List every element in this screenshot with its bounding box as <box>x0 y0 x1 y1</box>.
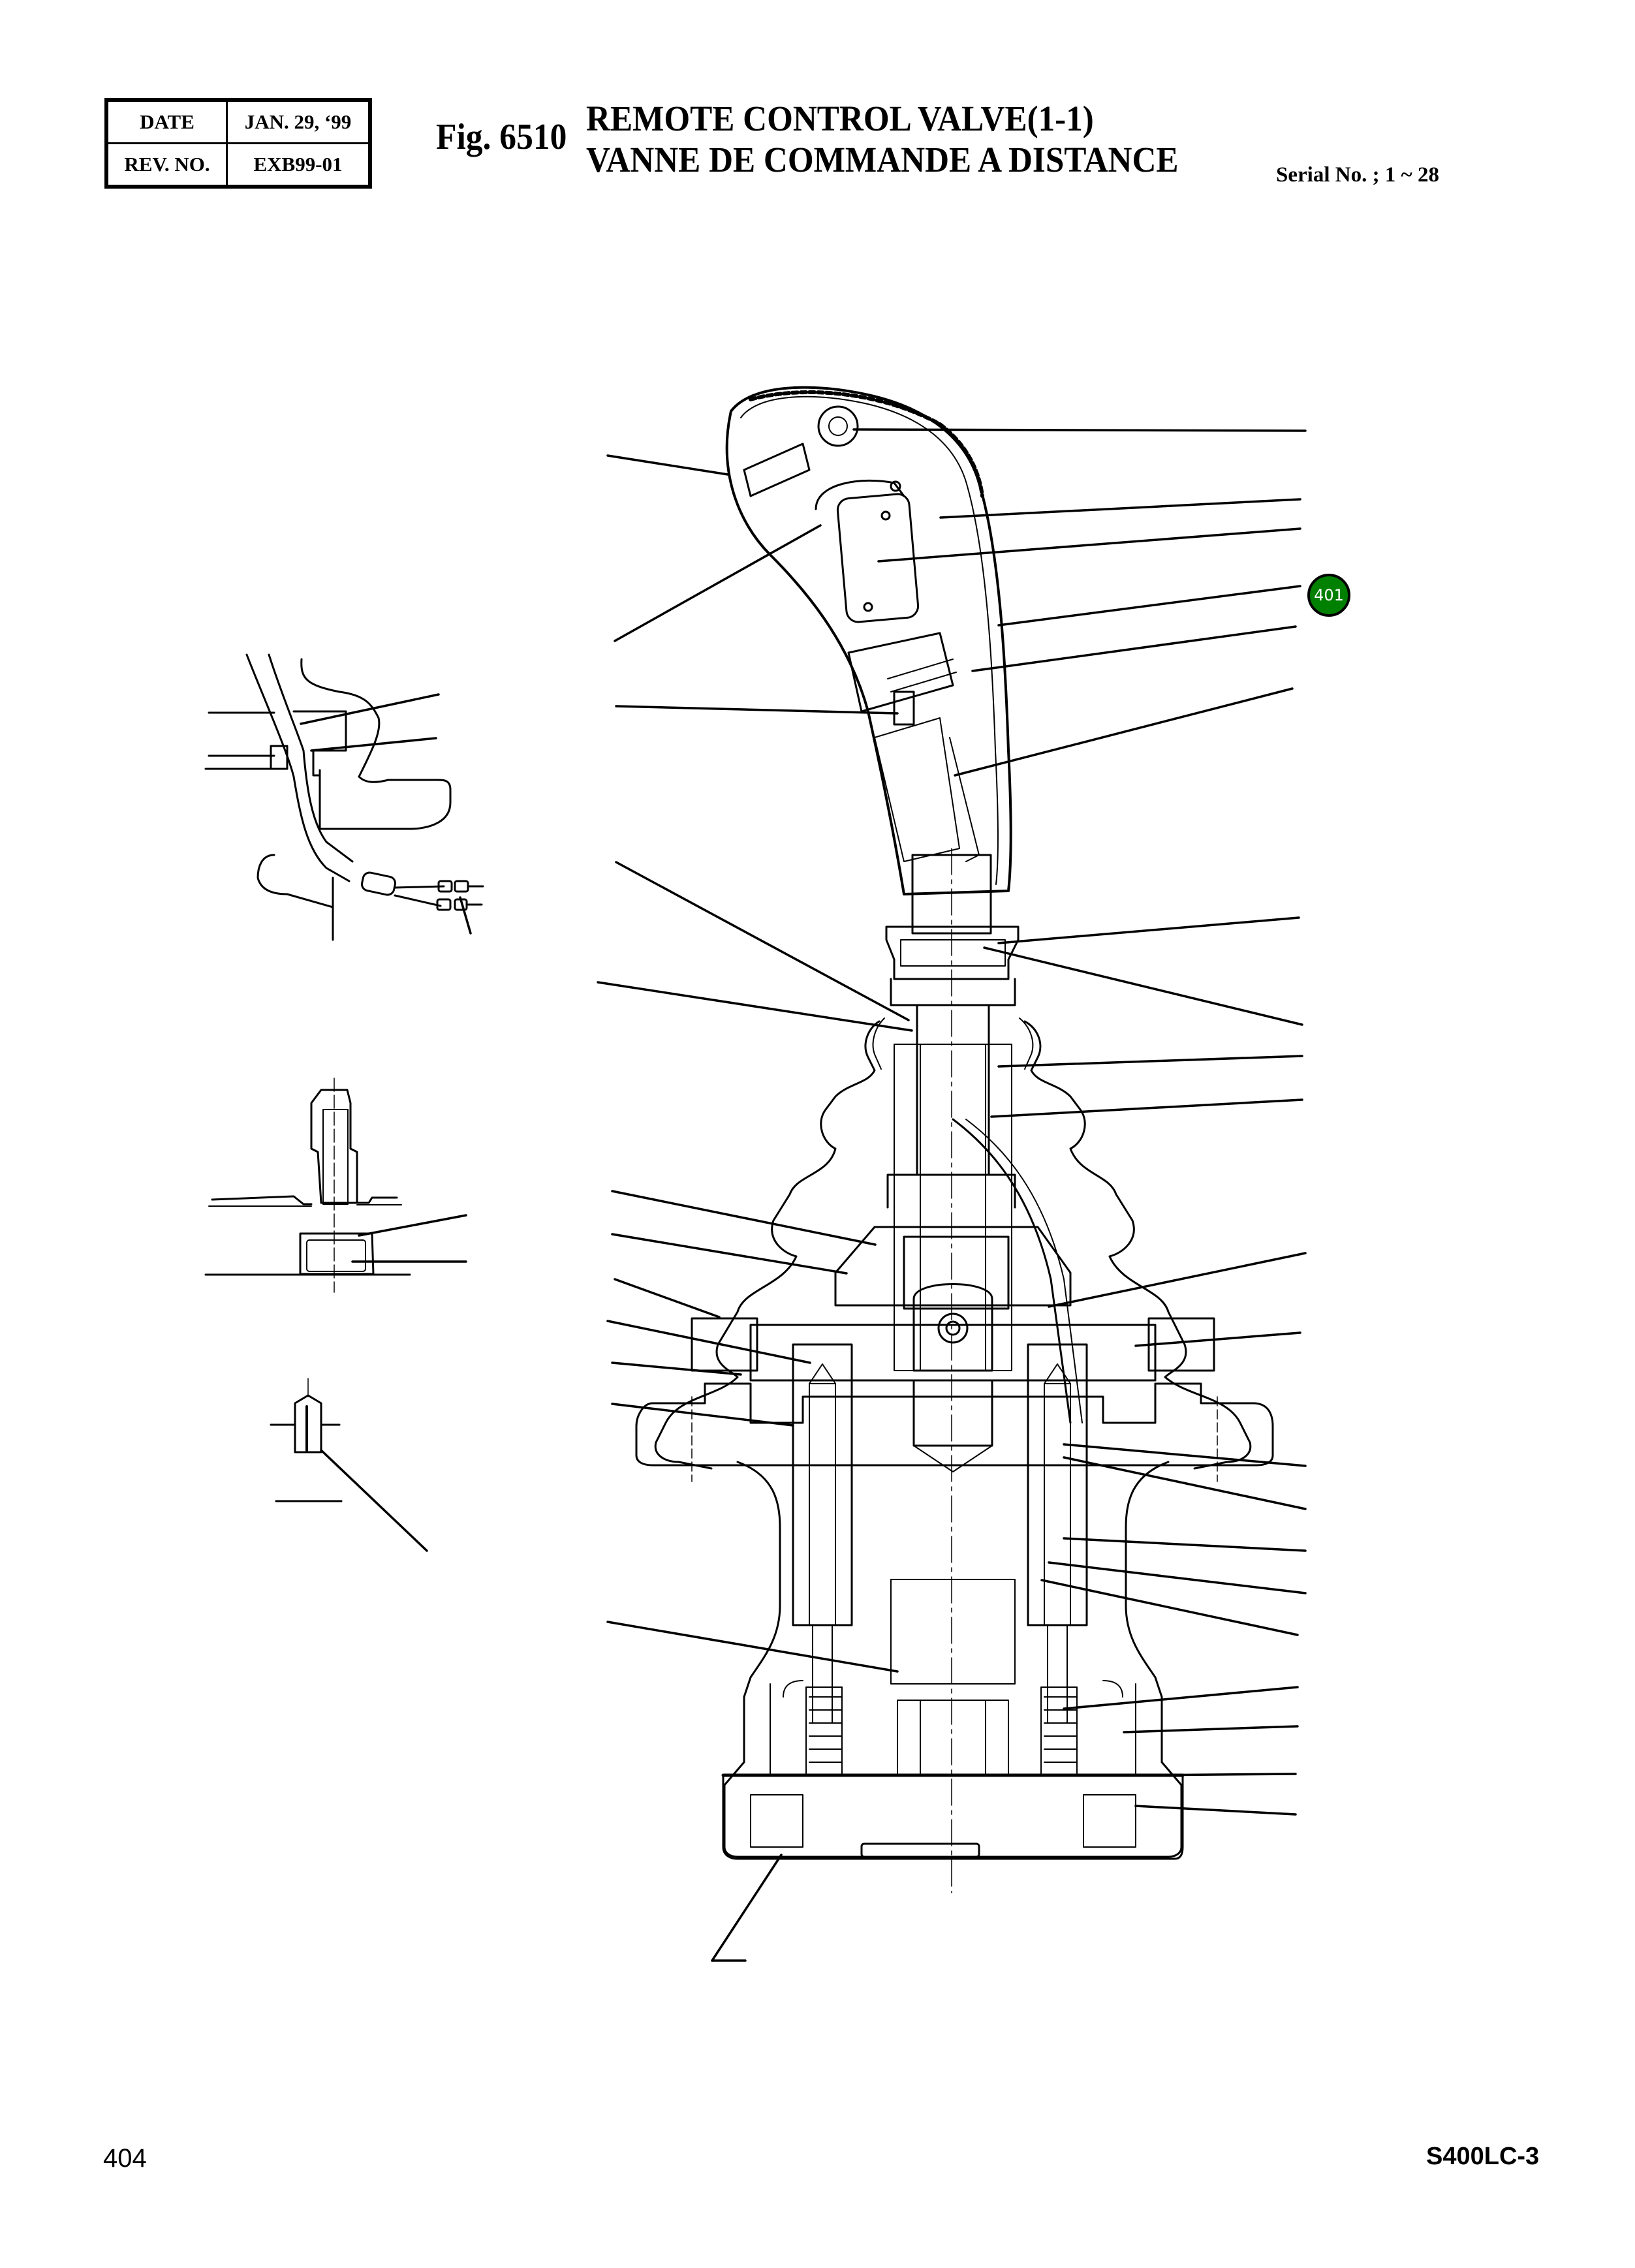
page-title-french: VANNE DE COMMANDE A DISTANCE <box>586 140 1179 179</box>
rev-no-value: EXB99-01 <box>226 142 371 188</box>
revision-row-date: DATE JAN. 29, ‘99 <box>105 99 371 144</box>
machine-model: S400LC-3 <box>1426 2143 1540 2170</box>
figure-number: Fig. 6510 <box>436 117 567 157</box>
inset-stud-bolt <box>204 1078 411 1293</box>
rev-no-label: REV. NO. <box>105 142 228 188</box>
lever-grip <box>725 386 1012 895</box>
date-value: JAN. 29, ‘99 <box>226 99 371 144</box>
page-number: 404 <box>103 2144 147 2173</box>
valve-upper-body <box>635 1044 1274 1482</box>
inset-nozzle <box>270 1378 343 1502</box>
part-callout-badge-401[interactable]: 401 <box>1307 574 1350 617</box>
rubber-boot <box>654 1017 1252 1470</box>
page-title-english: REMOTE CONTROL VALVE(1-1) <box>586 99 1094 138</box>
revision-table: DATE JAN. 29, ‘99 REV. NO. EXB99-01 <box>104 98 372 189</box>
lever-shaft <box>885 848 1020 1893</box>
revision-row-rev: REV. NO. EXB99-01 <box>105 142 371 188</box>
valve-body <box>721 1343 1185 1860</box>
date-label: DATE <box>105 99 228 144</box>
serial-range: Serial No. ; 1 ~ 28 <box>1276 163 1439 187</box>
inset-wire-clip <box>204 653 484 941</box>
callout-leaders <box>300 428 1307 1962</box>
